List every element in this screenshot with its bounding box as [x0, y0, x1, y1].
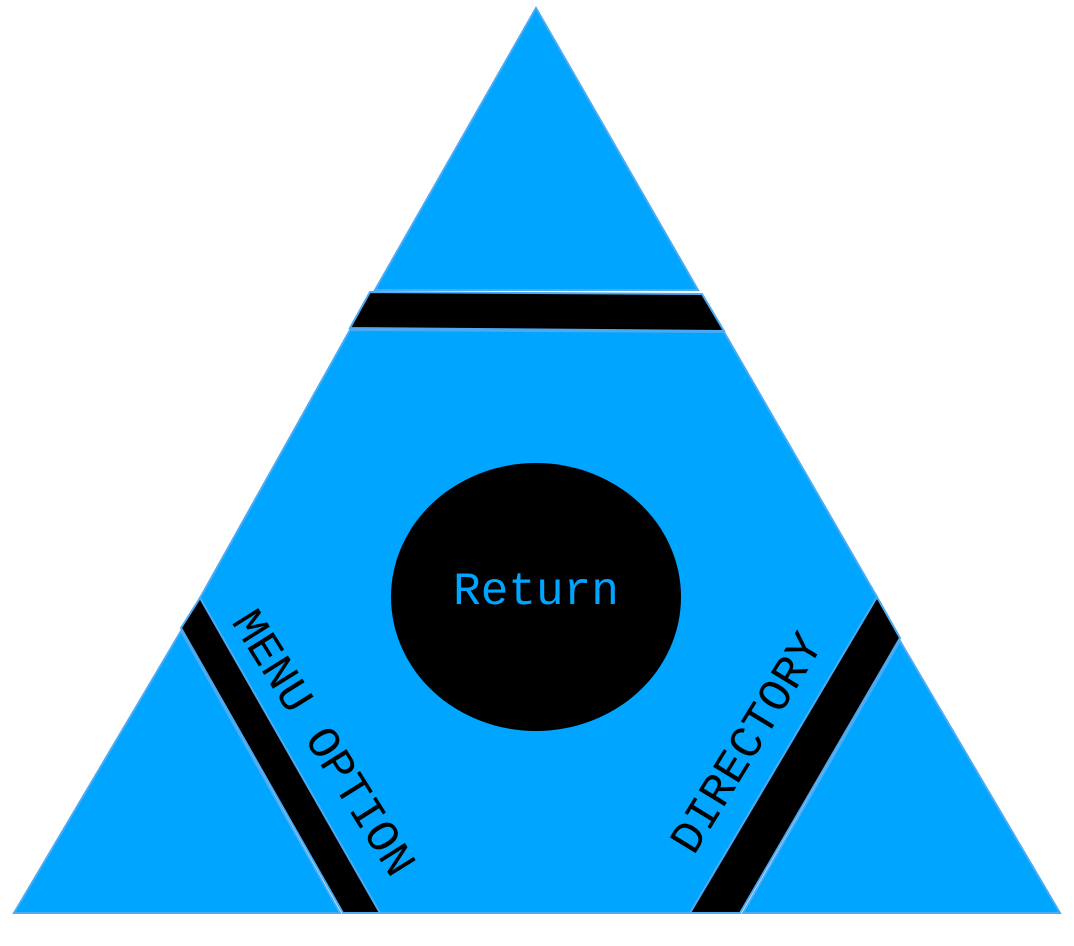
right-segment[interactable] [741, 639, 1062, 914]
left-band [179, 596, 382, 914]
right-band [688, 594, 902, 914]
return-label: Return [453, 566, 619, 618]
return-button[interactable] [391, 463, 681, 731]
top-segment[interactable] [373, 5, 700, 291]
left-segment[interactable] [12, 629, 342, 914]
top-band [348, 290, 726, 333]
